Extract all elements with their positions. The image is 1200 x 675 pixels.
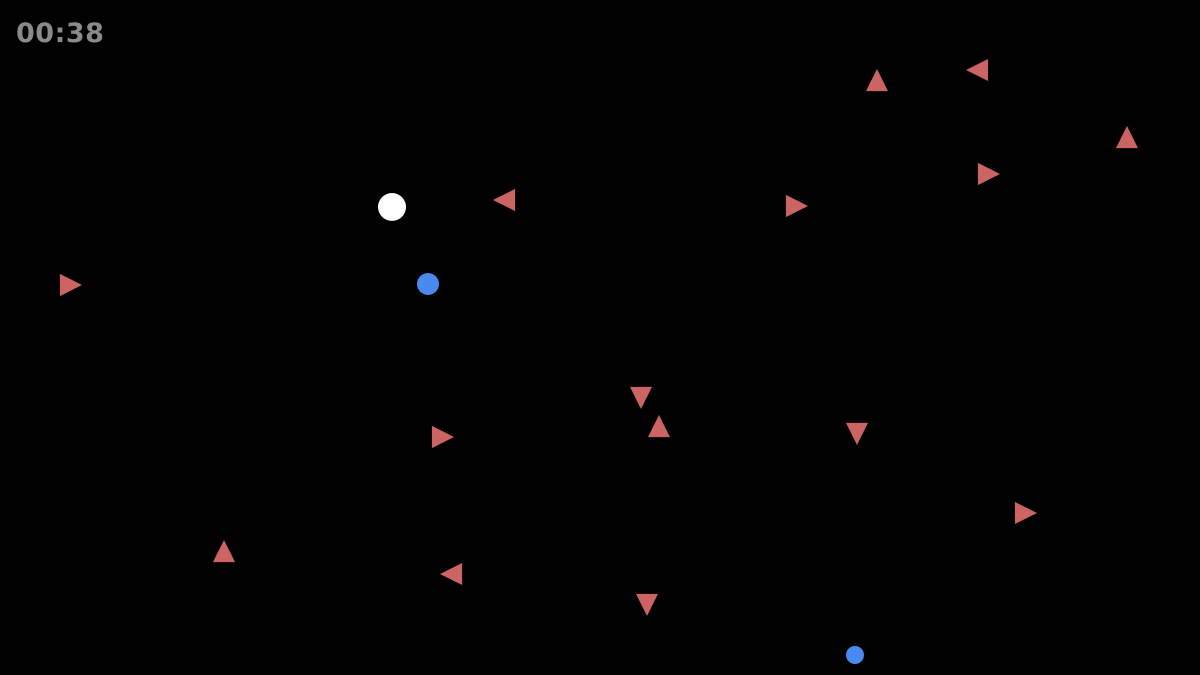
enemy-triangle-icon [493,188,516,212]
player-circle-icon [378,193,406,221]
blue-orb-icon [417,273,439,295]
elapsed-timer: 00:38 [16,18,105,49]
enemy-triangle-icon [846,422,868,445]
enemy-triangle-icon [212,540,236,563]
enemy-triangle-icon [648,415,670,438]
enemy-triangle-icon [431,425,454,449]
enemy-triangle-icon [440,563,463,585]
enemy-triangle-icon [636,593,658,616]
enemy-triangle-icon [977,162,1000,186]
enemy-triangle-icon [630,386,652,409]
enemy-triangle-icon [59,273,82,297]
blue-orb-icon [846,646,864,664]
enemy-triangle-icon [1116,126,1138,149]
enemy-triangle-icon [1014,501,1037,524]
enemy-triangle-icon [785,194,808,218]
enemy-triangle-icon [866,69,888,92]
enemy-triangle-icon [966,59,989,81]
